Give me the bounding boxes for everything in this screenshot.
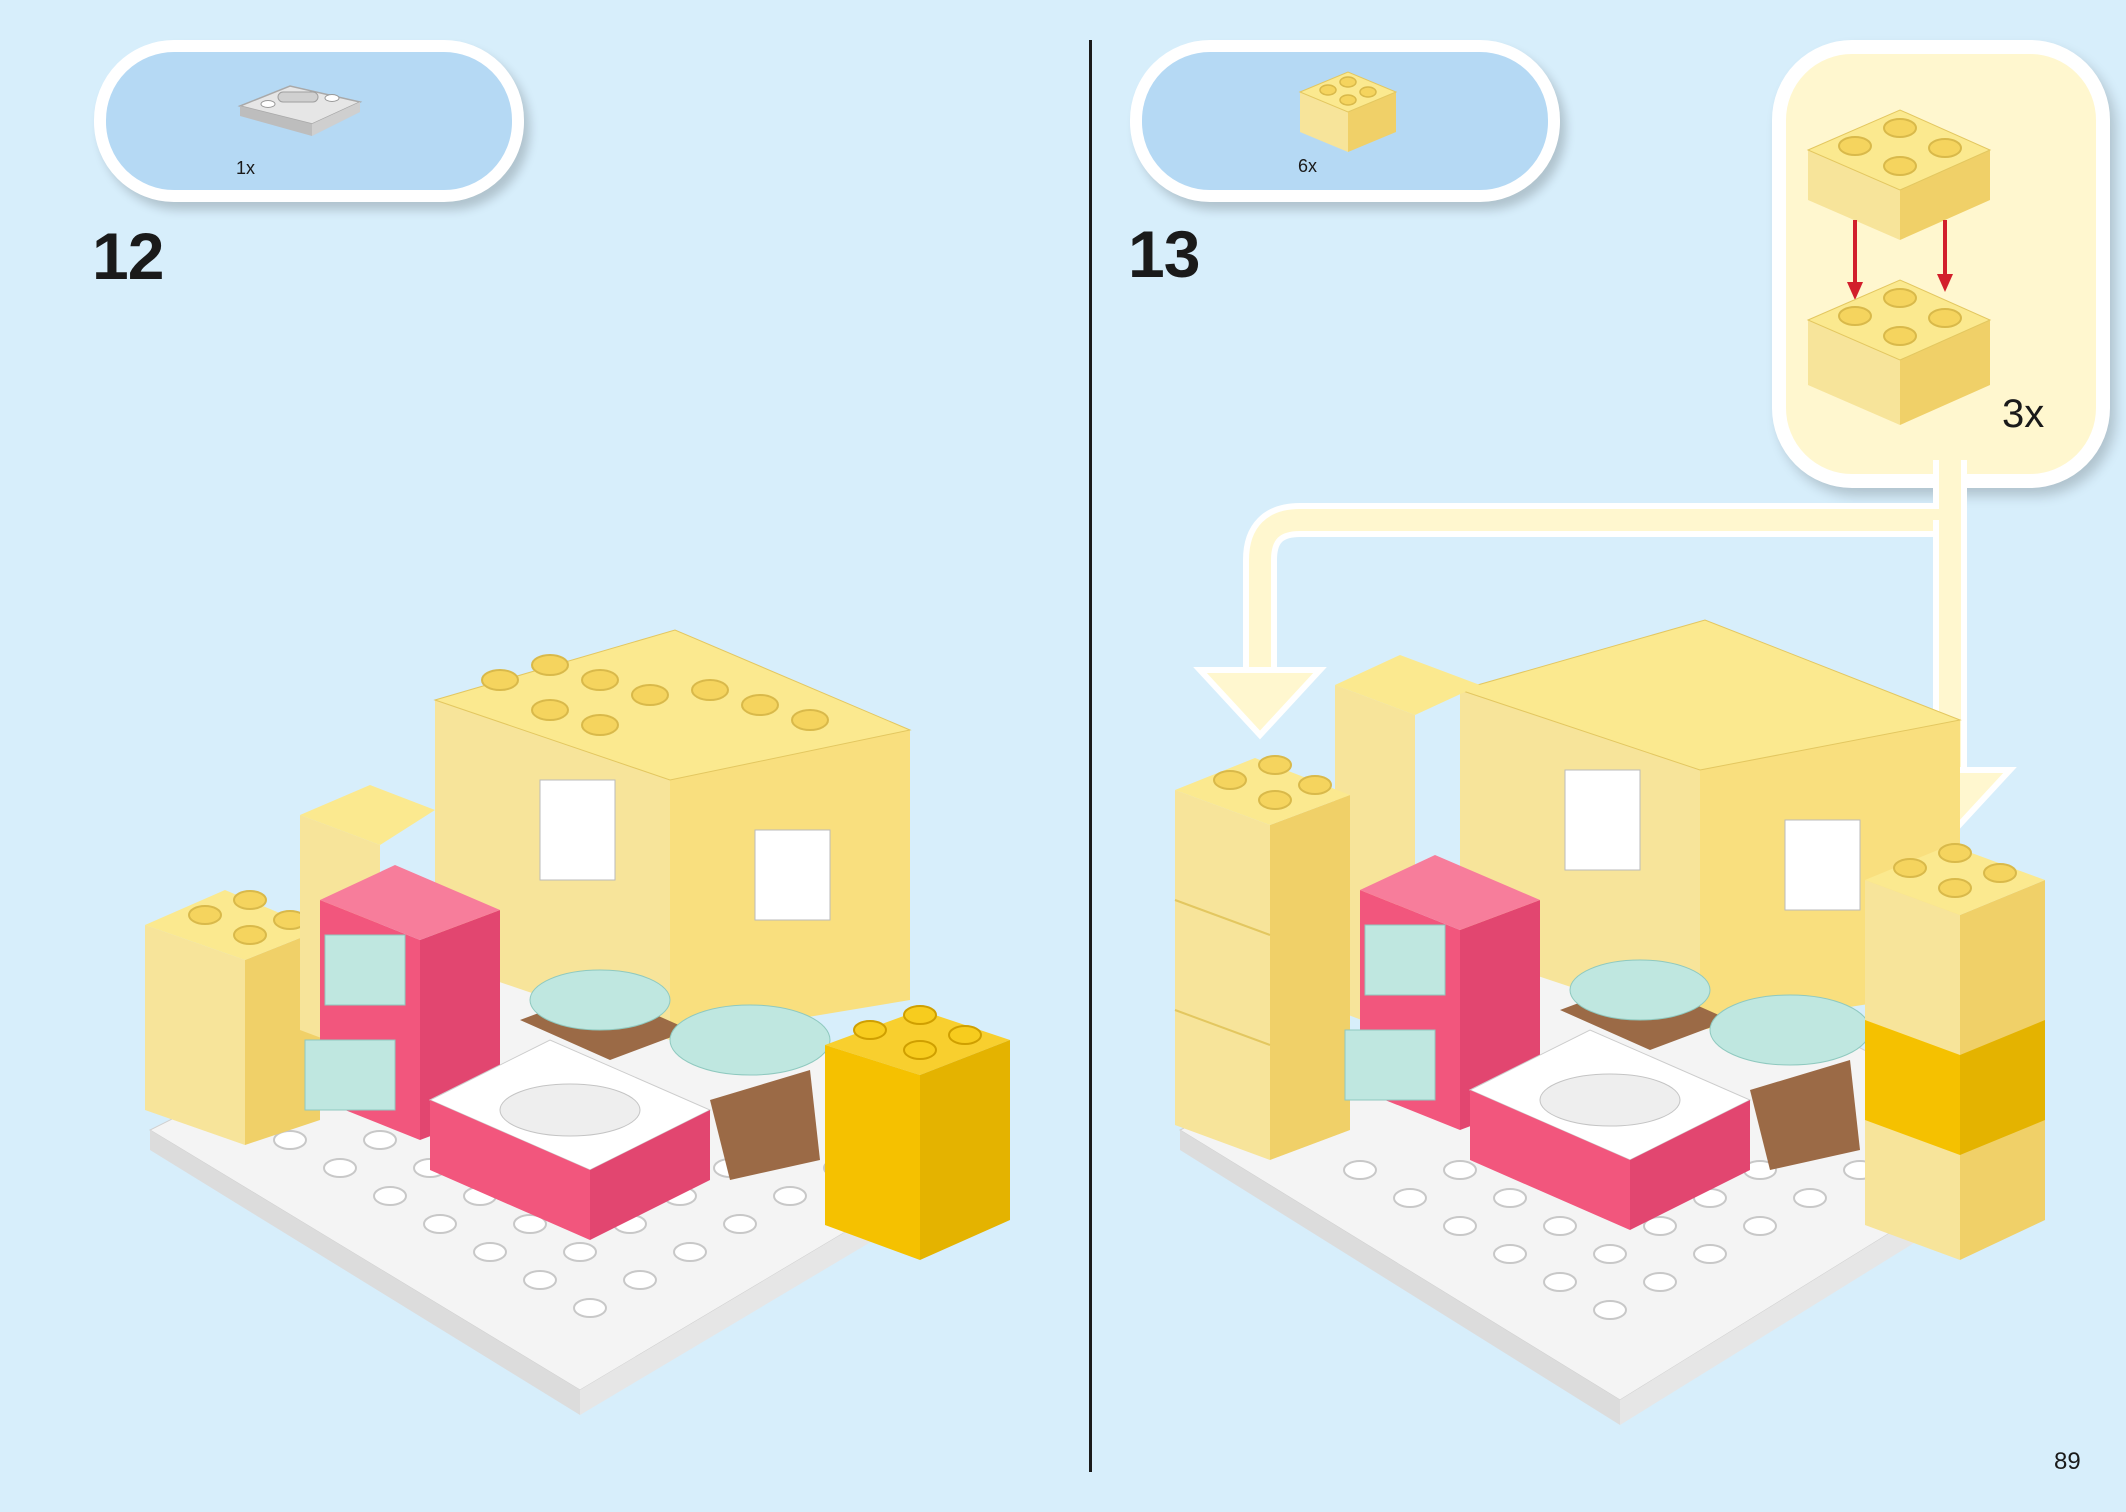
yellow-brick-icon — [1298, 71, 1398, 152]
step-12-number: 12 — [92, 219, 164, 293]
step-12-model — [145, 629, 1010, 1415]
page-divider — [1089, 40, 1092, 1472]
sub-assembly-bricks — [1806, 109, 1992, 425]
step-13-model — [1174, 619, 2045, 1425]
step-13-part-quantity: 6x — [1298, 156, 1318, 176]
step-12-part-quantity: 1x — [236, 158, 256, 178]
sub-assembly-box — [1772, 40, 2110, 488]
sub-assembly-quantity: 3x — [2002, 392, 2045, 436]
page-number: 89 — [2054, 1448, 2081, 1475]
step-13-number: 13 — [1128, 217, 1200, 291]
grey-plate-icon — [237, 85, 363, 136]
